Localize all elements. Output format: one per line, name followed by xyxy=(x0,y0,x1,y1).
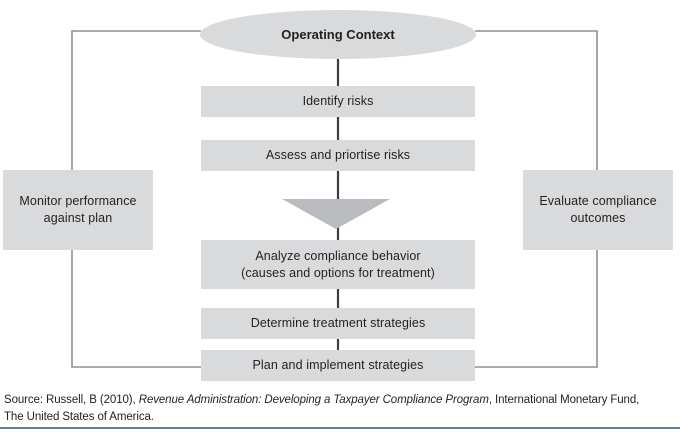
node-monitor-performance-label-line2: against plan xyxy=(43,211,113,225)
node-identify-risks-label: Identify risks xyxy=(302,94,374,109)
node-analyze-behavior-label: Analyze compliance behavior (causes and … xyxy=(241,248,435,282)
source-caption-title: Revenue Administration: Developing a Tax… xyxy=(138,394,489,406)
node-operating-context[interactable]: Operating Context xyxy=(200,10,476,59)
down-arrow-icon xyxy=(282,199,390,229)
node-monitor-performance-label: Monitor performance against plan xyxy=(19,193,136,227)
node-evaluate-outcomes-label-line2: outcomes xyxy=(570,211,626,225)
node-operating-context-label: Operating Context xyxy=(281,27,395,42)
node-analyze-behavior[interactable]: Analyze compliance behavior (causes and … xyxy=(201,240,475,289)
node-determine-strategies[interactable]: Determine treatment strategies xyxy=(201,308,475,339)
node-plan-implement[interactable]: Plan and implement strategies xyxy=(201,350,475,381)
node-identify-risks[interactable]: Identify risks xyxy=(201,86,475,117)
bottom-divider xyxy=(0,427,680,429)
node-evaluate-outcomes-label-line1: Evaluate compliance xyxy=(539,194,657,209)
node-monitor-performance-label-line1: Monitor performance xyxy=(19,194,137,209)
node-assess-risks[interactable]: Assess and priortise risks xyxy=(201,140,475,171)
node-assess-risks-label: Assess and priortise risks xyxy=(265,148,411,163)
source-caption: Source: Russell, B (2010), Revenue Admin… xyxy=(0,392,680,425)
source-caption-suffix: , International Monetary Fund, xyxy=(488,394,640,406)
source-caption-line1: Source: Russell, B (2010), Revenue Admin… xyxy=(0,392,680,409)
node-evaluate-outcomes[interactable]: Evaluate compliance outcomes xyxy=(523,170,673,250)
node-analyze-behavior-label-line1: Analyze compliance behavior xyxy=(255,248,421,263)
node-determine-strategies-label: Determine treatment strategies xyxy=(250,316,426,331)
node-plan-implement-label: Plan and implement strategies xyxy=(252,358,424,373)
node-analyze-behavior-label-line2: (causes and options for treatment) xyxy=(241,265,435,280)
node-monitor-performance[interactable]: Monitor performance against plan xyxy=(3,170,153,250)
node-evaluate-outcomes-label: Evaluate compliance outcomes xyxy=(539,193,656,227)
source-caption-line2: The United States of America. xyxy=(4,410,154,423)
source-caption-prefix: Source: Russell, B (2010), xyxy=(4,394,139,406)
